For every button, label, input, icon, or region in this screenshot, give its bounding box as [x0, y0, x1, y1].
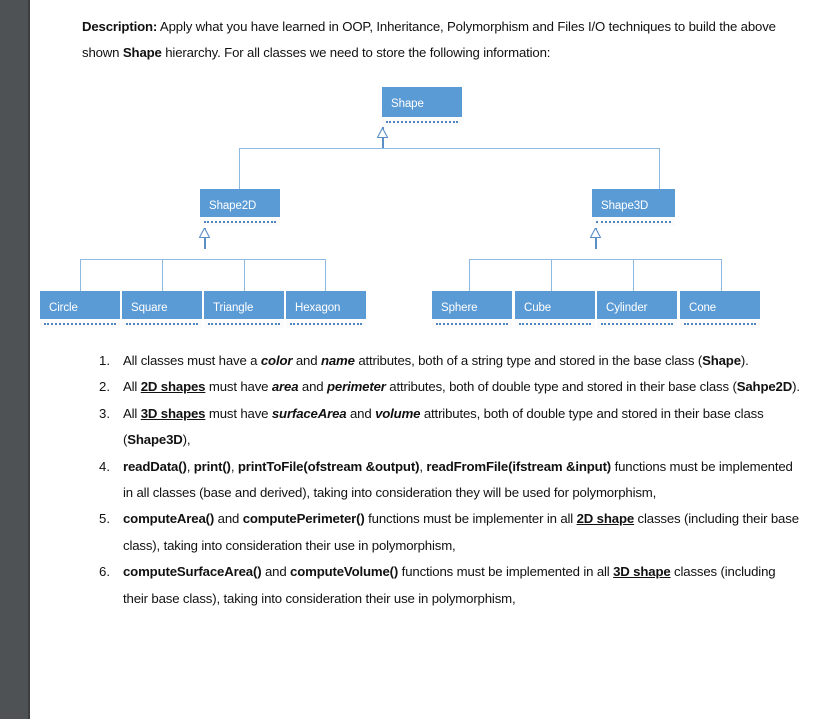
requirement-number: 1. [99, 353, 110, 368]
uml-node-shape3d-title: Shape3D [592, 189, 675, 217]
connector-to-circle [80, 259, 81, 305]
requirement-number: 5. [99, 511, 110, 527]
uml-node-cylinder-title: Cylinder [597, 291, 677, 319]
requirement-item: 6. computeSurfaceArea() and computeVolume… [95, 559, 801, 612]
uml-node-shape2d-title: Shape2D [200, 189, 280, 217]
inheritance-triangle-shape2d-icon [199, 228, 210, 238]
requirement-item: 4. readData(), print(), printToFile(ofstr… [95, 454, 801, 507]
requirements-list: 1. All classes must have a color and name… [95, 348, 801, 612]
connector-to-cone [721, 259, 722, 305]
requirement-text: readData(), print(), printToFile(ofstrea… [123, 458, 793, 501]
requirement-text: computeArea() and computePerimeter() fun… [123, 511, 799, 553]
uml-node-shape3d[interactable]: Shape3D [592, 189, 675, 226]
uml-node-cone-title: Cone [680, 291, 760, 319]
uml-node-shape-compartment [382, 117, 462, 126]
requirement-text: All 2D shapes must have area and perimet… [123, 379, 800, 395]
uml-node-hexagon-compartment [286, 319, 366, 328]
uml-node-cylinder[interactable]: Cylinder [597, 291, 677, 328]
connector-to-cylinder [633, 259, 634, 305]
connector-to-square [162, 259, 163, 305]
uml-node-cylinder-compartment [597, 319, 677, 328]
uml-node-shape2d-compartment [200, 217, 280, 226]
shape-class-hierarchy-diagram: Shape Shape2D Shape3D [32, 80, 840, 335]
description-shape-keyword: Shape [122, 45, 162, 61]
uml-node-shape[interactable]: Shape [382, 87, 462, 126]
uml-node-cube[interactable]: Cube [515, 291, 595, 328]
uml-node-cone-compartment [680, 319, 760, 328]
uml-node-circle-compartment [40, 319, 120, 328]
uml-node-sphere[interactable]: Sphere [432, 291, 512, 328]
uml-node-circle-title: Circle [40, 291, 120, 319]
connector-to-shape3d [659, 148, 660, 198]
connector-shape2d-stem [204, 228, 206, 249]
uml-node-triangle-title: Triangle [204, 291, 284, 319]
requirement-text: All classes must have a color and name a… [123, 353, 749, 368]
requirement-number: 2. [99, 379, 110, 395]
uml-node-hexagon-title: Hexagon [286, 291, 366, 319]
requirement-number: 6. [99, 564, 110, 580]
document-page: Description: Apply what you have learned… [32, 0, 840, 719]
uml-node-shape2d[interactable]: Shape2D [200, 189, 280, 226]
uml-node-square[interactable]: Square [122, 291, 202, 328]
requirement-number: 4. [99, 458, 110, 474]
description-text-part-2: hierarchy. For all classes we need to st… [161, 45, 551, 61]
connector-to-hexagon [325, 259, 326, 305]
inheritance-triangle-shape-icon [377, 128, 388, 138]
uml-node-triangle-compartment [204, 319, 284, 328]
connector-to-sphere [469, 259, 470, 305]
uml-node-square-compartment [122, 319, 202, 328]
uml-node-cone[interactable]: Cone [680, 291, 760, 328]
requirement-item: 5. computeArea() and computePerimeter() f… [95, 506, 801, 559]
description-text-part-1: Apply what you have learned in OOP, Inhe… [82, 19, 776, 61]
description-paragraph: Description: Apply what you have learned… [82, 14, 799, 67]
uml-node-sphere-compartment [432, 319, 512, 328]
uml-node-cube-compartment [515, 319, 595, 328]
requirement-item: 2. All 2D shapes must have area and perim… [95, 374, 801, 400]
uml-node-hexagon[interactable]: Hexagon [286, 291, 366, 328]
uml-node-sphere-title: Sphere [432, 291, 512, 319]
connector-3d-spine [469, 259, 721, 260]
connector-to-shape2d [239, 148, 240, 198]
uml-node-shape3d-compartment [592, 217, 675, 226]
uml-node-circle[interactable]: Circle [40, 291, 120, 328]
uml-node-cube-title: Cube [515, 291, 595, 319]
connector-to-cube [551, 259, 552, 305]
inheritance-triangle-shape3d-icon [590, 228, 601, 238]
connector-2d-spine [80, 259, 325, 260]
uml-node-triangle[interactable]: Triangle [204, 291, 284, 328]
description-label: Description: [82, 19, 158, 34]
connector-level2-spine [239, 148, 659, 149]
requirement-text: All 3D shapes must have surfaceArea and … [123, 405, 764, 448]
connector-to-triangle [244, 259, 245, 305]
requirement-item: 3. All 3D shapes must have surfaceArea an… [95, 401, 801, 454]
requirement-item: 1. All classes must have a color and name… [95, 348, 801, 374]
left-gutter-strip [0, 0, 30, 719]
requirement-text: computeSurfaceArea() and computeVolume()… [123, 564, 776, 606]
uml-node-shape-title: Shape [382, 87, 462, 117]
connector-shape3d-stem [595, 228, 597, 249]
requirement-number: 3. [99, 405, 110, 421]
uml-node-square-title: Square [122, 291, 202, 319]
